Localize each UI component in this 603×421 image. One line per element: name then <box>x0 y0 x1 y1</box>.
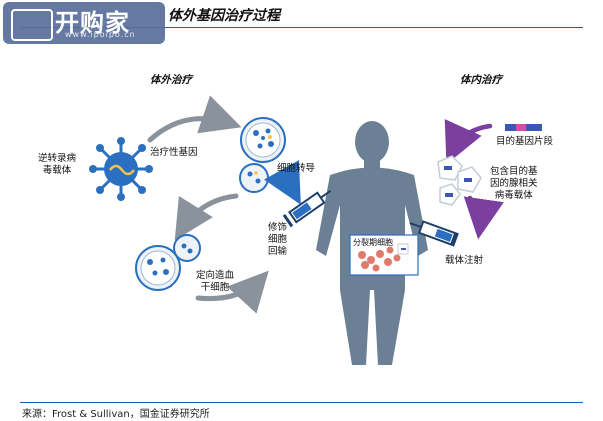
title-bar: 体外基因治疗过程 <box>0 0 603 28</box>
label-retro-vector: 逆转录病 毒载体 <box>38 153 77 176</box>
chart-logo-icon <box>11 9 53 41</box>
watermark-logo: 开购家 www.ipoipo.cn <box>3 2 165 44</box>
syringe-injection-icon <box>409 220 459 247</box>
page-title: 体外基因治疗过程 <box>168 8 280 24</box>
dividing-cells-inset <box>349 234 419 276</box>
stem-cell-dish-icon <box>135 234 201 291</box>
footer-divider <box>20 402 583 403</box>
label-vector-injection: 载体注射 <box>445 255 484 266</box>
label-therapeutic-gene: 治疗性基因 <box>150 147 198 158</box>
label-aav-vector: 包含目的基 因的腺相关 病毒载体 <box>490 166 538 201</box>
petri-dish-transduction-icon <box>240 117 286 163</box>
petri-dish-small-icon <box>239 163 269 193</box>
aav-vector-icon <box>437 155 482 206</box>
label-dividing-cells: 分裂期细胞 <box>353 238 393 247</box>
ex-vivo-cycle-arrows <box>147 95 269 314</box>
label-modified-cells: 修饰 细胞 回输 <box>268 222 288 257</box>
in-vivo-arrows <box>444 119 504 240</box>
label-target-gene: 目的基因片段 <box>496 136 554 147</box>
label-stem-cells: 定向造血 干细胞 <box>196 270 235 293</box>
section-in-vivo: 体内治疗 <box>460 74 502 86</box>
syringe-reinfusion-icon <box>263 160 332 228</box>
section-ex-vivo: 体外治疗 <box>150 74 192 86</box>
title-divider <box>20 27 583 28</box>
logo-text: 开购家 <box>55 9 130 37</box>
gene-fragment-icon <box>505 124 542 131</box>
source-note: 来源：Frost & Sullivan，国金证券研究所 <box>22 409 210 420</box>
logo-url: www.ipoipo.cn <box>65 30 136 39</box>
retrovirus-vector-icon <box>89 137 153 201</box>
label-cell-transduction: 细胞转导 <box>277 163 316 174</box>
